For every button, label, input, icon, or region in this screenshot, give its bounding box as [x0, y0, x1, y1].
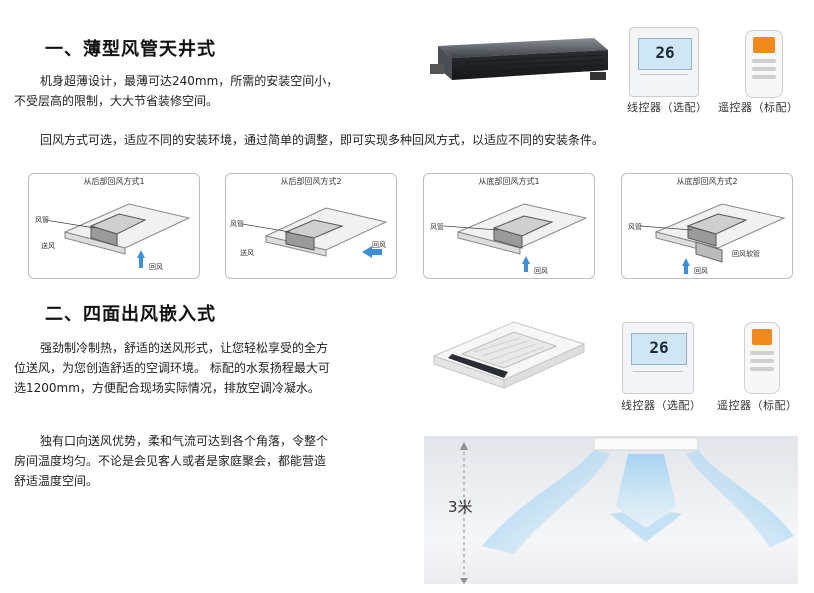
label-soft-duct: 回风软管 [732, 250, 760, 258]
diagram-title: 从后部回风方式1 [83, 177, 145, 186]
label-duct: 风管 [430, 223, 444, 231]
diagram-title: 从后部回风方式2 [280, 177, 342, 186]
section2-para1-line3: 选1200mm，方便配合现场实际情况，排放空调冷凝水。 [14, 381, 320, 395]
section1-para1-line1: 机身超薄设计，最薄可达240mm，所需的安装空间小， [40, 74, 339, 88]
diagram-bottom-return-1: 从底部回风方式1 风管 回风 [423, 173, 595, 279]
label-supply: 送风 [240, 249, 254, 257]
diagram-illustration [443, 203, 588, 272]
section2-para1-line1: 强劲制冷制热，舒适的送风形式，让您轻松享受的全方 [40, 341, 329, 355]
section2-para2-line1: 独有口向送风优势，柔和气流可达到各个角落，令整个 [40, 434, 329, 448]
remote-screen [752, 329, 772, 345]
diagram-illustration [44, 203, 191, 268]
wired-controller-image: 26 [629, 27, 699, 97]
controller-temperature: 26 [655, 43, 675, 62]
section2-title: 二、四面出风嵌入式 [45, 304, 216, 325]
label-supply: 送风 [41, 242, 55, 250]
label-duct: 风管 [35, 216, 49, 224]
section1-title: 一、薄型风管天井式 [45, 39, 216, 60]
remote-control-caption: 遥控器（标配） [718, 101, 799, 114]
diagram-illustration [241, 207, 388, 258]
diagram-rear-return-2: 从后部回风方式2 风管 送风 回风 [225, 173, 397, 279]
controller-temperature: 26 [649, 338, 669, 357]
diagram-bottom-return-2: 从底部回风方式2 风管 回风软管 回风 [621, 173, 793, 279]
cassette-unit-image [432, 321, 586, 389]
section1-para1-line2: 不受层高的限制，大大节省装修空间。 [14, 94, 219, 108]
controller-screen: 26 [638, 38, 692, 70]
label-return: 回风 [534, 267, 548, 275]
label-duct: 风管 [628, 223, 642, 231]
diagram-rear-return-1: 从后部回风方式1 风管 送风 回风 [28, 173, 200, 279]
label-return: 回风 [694, 267, 708, 275]
wired-controller-image: 26 [622, 322, 694, 394]
duct-unit-image [430, 38, 608, 80]
diagram-title: 从底部回风方式2 [676, 177, 738, 186]
ceiling-height-label: 3米 [448, 498, 473, 516]
label-duct: 风管 [230, 220, 244, 228]
controller-screen: 26 [631, 333, 687, 365]
label-return: 回风 [372, 241, 386, 249]
label-return: 回风 [149, 263, 163, 271]
wired-controller-caption: 线控器（选配） [621, 399, 702, 412]
remote-control-image [745, 30, 783, 98]
remote-control-caption: 遥控器（标配） [717, 399, 798, 412]
section2-para2-line3: 舒适温度空间。 [14, 474, 99, 488]
section1-para2: 回风方式可选，适应不同的安装环境，通过简单的调整，即可实现多种回风方式，以适应不… [40, 133, 605, 147]
section2-para1-line2: 位送风，为您创造舒适的空调环境。 标配的水泵扬程最大可 [14, 361, 330, 375]
diagram-title: 从底部回风方式1 [478, 177, 540, 186]
section2-para2-line2: 房间温度均匀。不论是会见客人或者是家庭聚会，都能营造 [14, 454, 327, 468]
remote-control-image [744, 322, 780, 394]
remote-screen [753, 37, 775, 53]
airflow-room-illustration: 3米 [424, 436, 798, 584]
wired-controller-caption: 线控器（选配） [627, 101, 708, 114]
diagram-illustration [639, 203, 786, 274]
